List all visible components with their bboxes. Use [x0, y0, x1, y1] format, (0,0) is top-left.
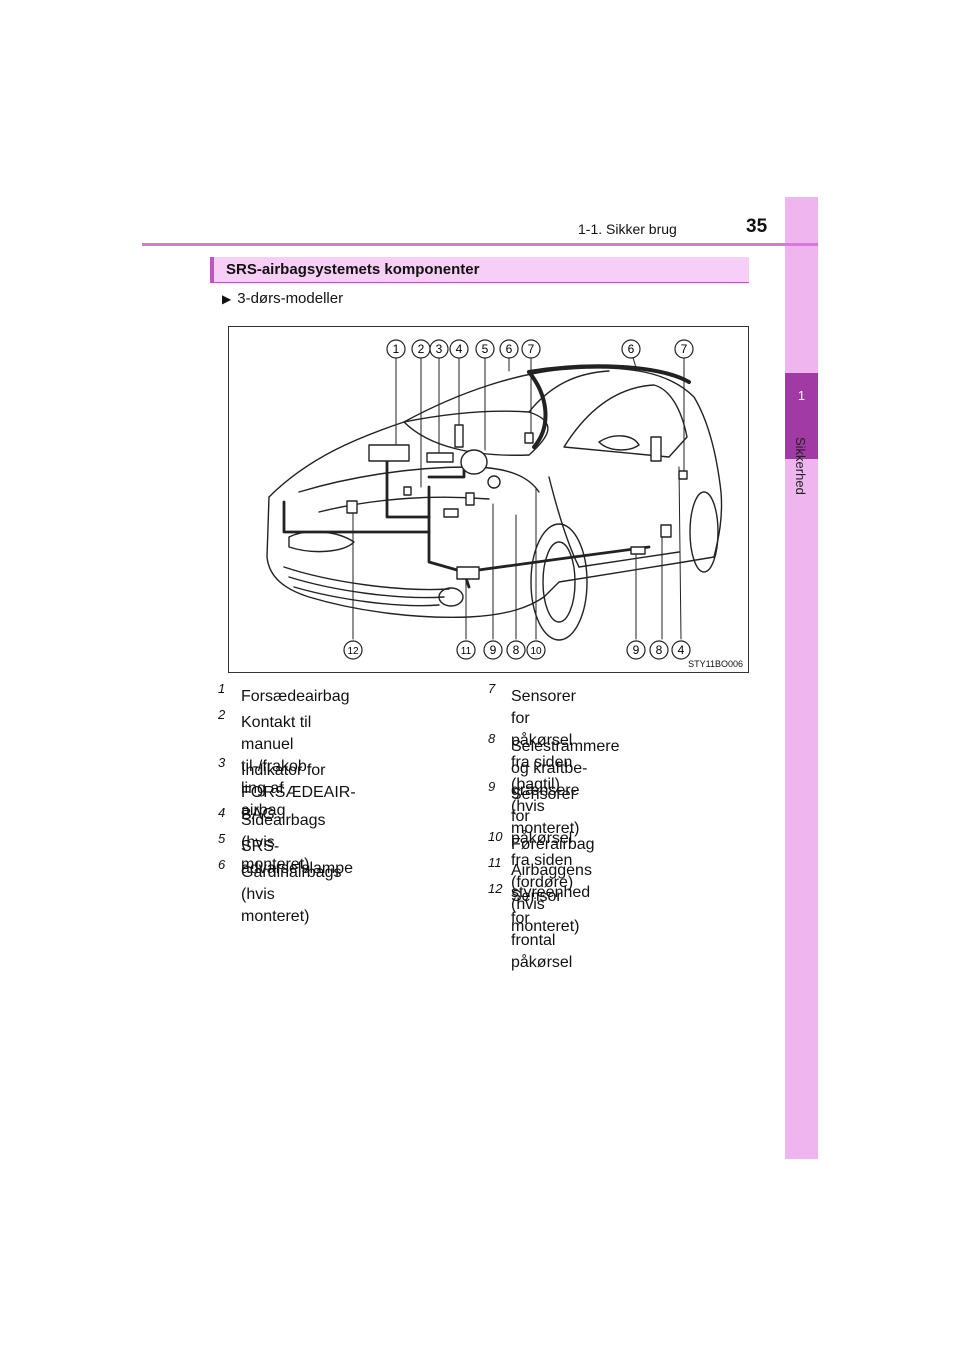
legend-text: ling af airbag	[241, 780, 286, 819]
legend-text: Selestrammere og kraftbe-	[511, 738, 620, 777]
callout-11: 11	[456, 640, 476, 660]
legend-text: Gardinairbags	[241, 864, 342, 881]
svg-text:4: 4	[456, 342, 463, 356]
callout-3: 3	[429, 339, 449, 359]
header-rule	[142, 243, 818, 246]
legend-text: BAG	[241, 806, 275, 823]
callout-4: 4	[449, 339, 469, 359]
box-title: SRS-airbagsystemets komponenter	[210, 257, 749, 283]
svg-text:3: 3	[436, 342, 443, 356]
svg-text:7: 7	[528, 342, 535, 356]
callout-7: 7	[521, 339, 541, 359]
legend-text: Sensorer for påkørsel fra siden	[511, 786, 576, 869]
svg-text:4: 4	[678, 643, 685, 657]
legend-number: 1	[218, 681, 226, 696]
legend-text: Sideairbags (hvis monteret)	[241, 812, 326, 873]
chapter-name: Sikkerhed	[793, 437, 808, 495]
legend-number: 4	[218, 805, 226, 820]
legend-text: Kontakt til manuel til-/frakob-	[241, 714, 313, 775]
legend-text: SRS-advarselslampe	[241, 838, 354, 877]
section-title: 1-1. Sikker brug	[578, 221, 677, 237]
callout-8: 8	[506, 640, 526, 660]
model-line: ▶ 3-dørs-modeller	[222, 290, 343, 307]
legend-text: Sensorer for påkørsel fra siden	[511, 688, 576, 771]
legend-number: 2	[218, 707, 226, 722]
svg-text:5: 5	[482, 342, 489, 356]
car-illustration: 1 2 3 4 5 6 7 6 7 12 11 9 8 10 9 8 4	[266, 339, 723, 660]
callout-12: 12	[343, 640, 363, 660]
chapter-tab-active[interactable]	[785, 373, 818, 459]
legend-text: grænsere	[511, 782, 580, 799]
svg-text:7: 7	[681, 342, 688, 356]
legend-number: 6	[218, 857, 226, 872]
svg-text:9: 9	[490, 643, 497, 657]
legend-number: 8	[488, 731, 496, 746]
legend-number: 3	[218, 755, 226, 770]
svg-text:8: 8	[513, 643, 520, 657]
callout-5: 5	[475, 339, 495, 359]
svg-text:12: 12	[347, 646, 359, 657]
legend-number: 7	[488, 681, 496, 696]
svg-text:11: 11	[461, 646, 472, 657]
legend-text: (hvis monteret)	[241, 886, 310, 925]
legend-number: 11	[488, 855, 502, 870]
legend-text: Airbaggens styreenhed	[511, 862, 592, 901]
svg-text:6: 6	[628, 342, 635, 356]
callout-4b: 4	[671, 640, 691, 660]
callout-1: 1	[386, 339, 406, 359]
page-number: 35	[746, 216, 768, 237]
legend-text: (bagtil) (hvis monteret)	[511, 776, 580, 837]
callout-10: 10	[526, 640, 546, 660]
svg-text:1: 1	[393, 342, 400, 356]
svg-text:8: 8	[656, 643, 663, 657]
figure-code: STY11BO006	[688, 659, 743, 669]
legend-text: Forsædeairbag	[241, 688, 350, 705]
svg-text:6: 6	[506, 342, 513, 356]
model-label: 3-dørs-modeller	[237, 290, 344, 307]
svg-text:9: 9	[633, 643, 640, 657]
callout-6b: 6	[621, 339, 641, 359]
legend-number: 10	[488, 829, 503, 844]
legend-text: Indikator for FORSÆDEAIR-	[241, 762, 356, 801]
callout-8b: 8	[649, 640, 669, 660]
legend-number: 12	[488, 881, 503, 896]
svg-text:10: 10	[530, 646, 542, 657]
box-title-text: SRS-airbagsystemets komponenter	[226, 261, 480, 278]
legend-number: 9	[488, 779, 496, 794]
callout-9: 9	[483, 640, 503, 660]
callout-7b: 7	[674, 339, 694, 359]
airbag-components-figure: 1 2 3 4 5 6 7 6 7 12 11 9 8 10 9 8 4 STY…	[228, 326, 749, 673]
callout-9b: 9	[626, 640, 646, 660]
svg-text:2: 2	[418, 342, 425, 356]
triangle-bullet-icon: ▶	[222, 292, 232, 306]
legend-text: Sensor for frontal påkørsel	[511, 888, 573, 971]
callout-2: 2	[411, 339, 431, 359]
callout-6: 6	[499, 339, 519, 359]
legend-text: Førerairbag	[511, 836, 595, 853]
legend-number: 5	[218, 831, 226, 846]
chapter-number: 1	[797, 388, 806, 403]
chapter-side-tab	[785, 197, 818, 1159]
legend-text: (fordøre) (hvis monteret)	[511, 874, 580, 935]
